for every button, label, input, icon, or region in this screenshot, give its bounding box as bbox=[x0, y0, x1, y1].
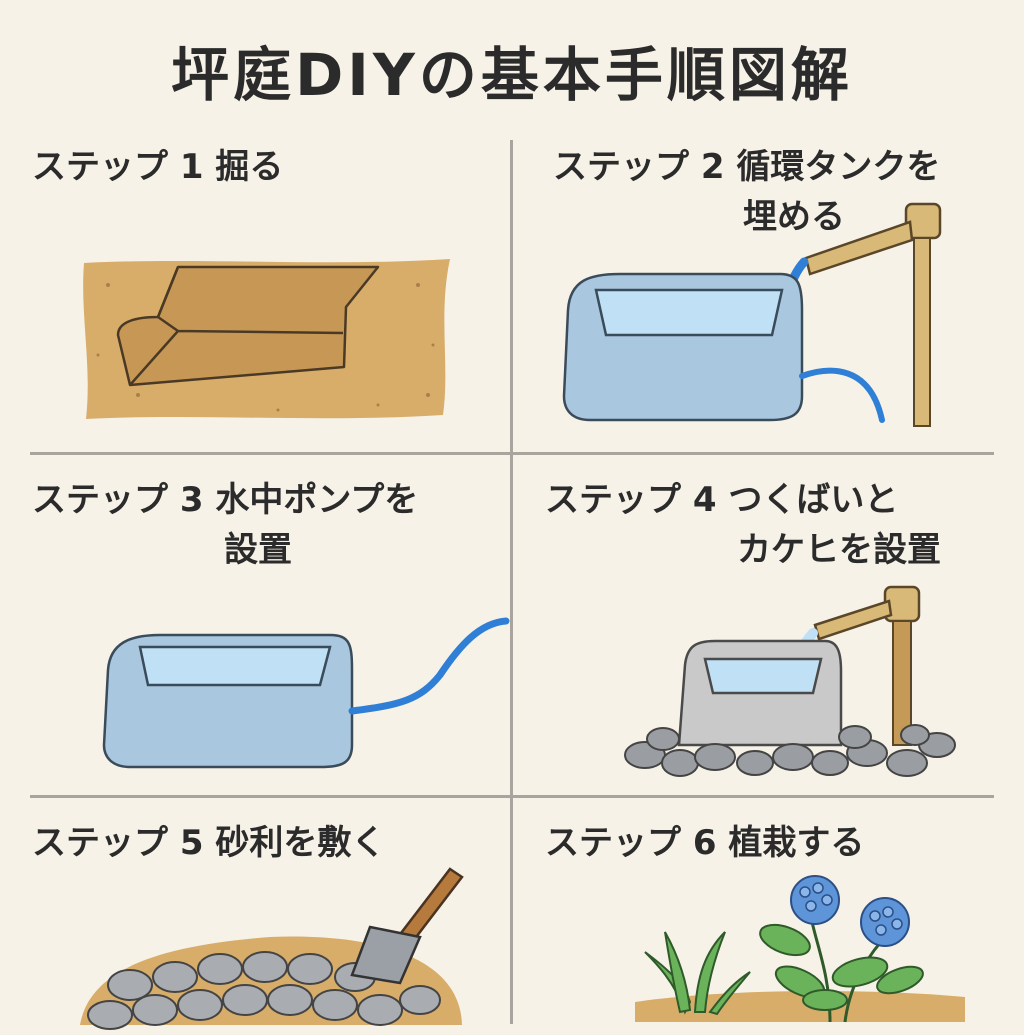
step-4-label: ステップ 4 つくばいと カケヒを設置 bbox=[545, 480, 941, 570]
hydrangea-planting-illustration bbox=[635, 875, 965, 1023]
step-3-label: ステップ 3 水中ポンプを 設置 bbox=[32, 480, 419, 570]
step-1-label: ステップ 1 掘る bbox=[32, 147, 284, 187]
vertical-divider bbox=[510, 140, 513, 1024]
step-6-label: ステップ 6 植栽する bbox=[545, 823, 865, 863]
step-5-label: ステップ 5 砂利を敷く bbox=[32, 823, 386, 863]
horizontal-divider-1 bbox=[30, 452, 994, 455]
stone-basin-illustration bbox=[624, 585, 956, 777]
gravel-with-trowel-illustration bbox=[80, 867, 464, 1030]
horizontal-divider-2 bbox=[30, 795, 994, 798]
buried-tank-illustration bbox=[562, 202, 942, 427]
page-title: 坪庭DIYの基本手順図解 bbox=[171, 41, 853, 109]
step-2-label: ステップ 2 循環タンクを 埋める bbox=[553, 147, 941, 237]
dug-pit-illustration bbox=[83, 259, 451, 419]
tank-with-pump-illustration bbox=[102, 617, 510, 769]
